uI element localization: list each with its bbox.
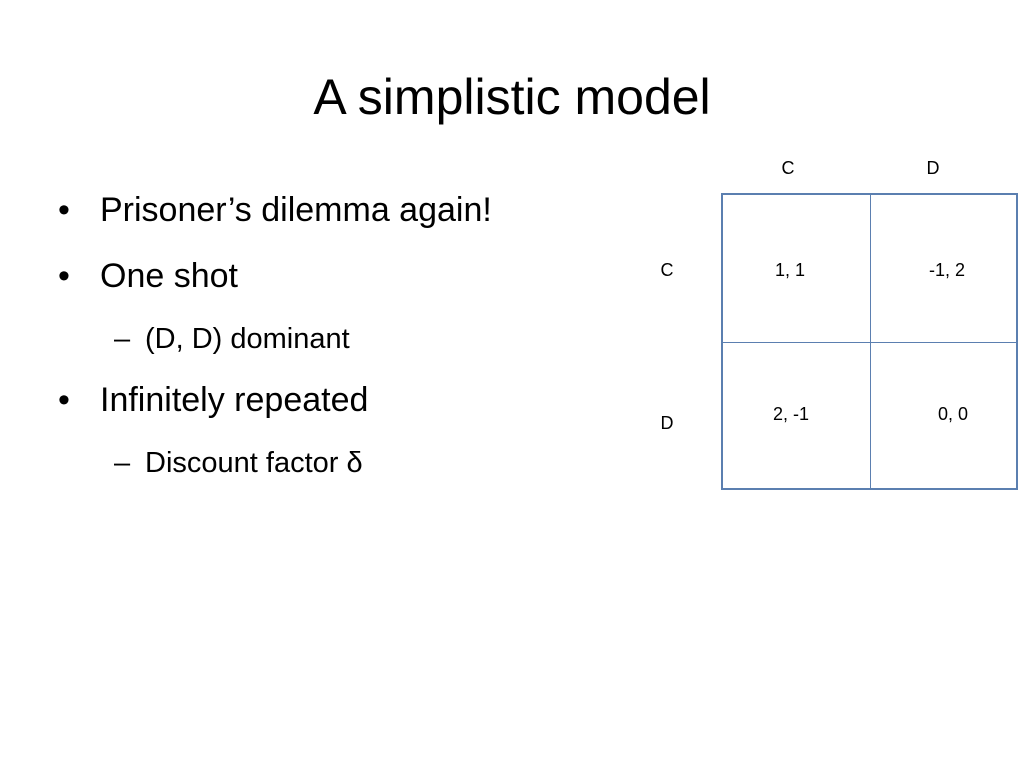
bullet-marker: • <box>58 257 70 295</box>
sub-bullet-marker: – <box>114 323 131 355</box>
cell-dc: 2, -1 <box>772 404 810 424</box>
column-label-d: D <box>926 158 940 178</box>
bullet-text: Infinitely repeated <box>100 381 369 419</box>
sub-bullet-marker: – <box>114 447 131 479</box>
bullet-marker: • <box>58 381 70 419</box>
grid-vertical-divider <box>870 195 871 488</box>
cell-dd: 0, 0 <box>937 404 969 424</box>
grid-horizontal-divider <box>723 342 1016 343</box>
payoff-grid <box>721 193 1018 490</box>
sub-bullet-text: (D, D) dominant <box>145 323 350 355</box>
row-label-d: D <box>660 413 674 433</box>
cell-cd: -1, 2 <box>928 260 966 280</box>
sub-bullet-text: Discount factor δ <box>145 447 363 479</box>
bullet-text: One shot <box>100 257 238 295</box>
column-label-c: C <box>781 158 795 178</box>
slide-title: A simplistic model <box>313 69 711 125</box>
row-label-c: C <box>660 260 674 280</box>
bullet-text: Prisoner’s dilemma again! <box>100 191 492 229</box>
bullet-marker: • <box>58 191 70 229</box>
cell-cc: 1, 1 <box>774 260 806 280</box>
